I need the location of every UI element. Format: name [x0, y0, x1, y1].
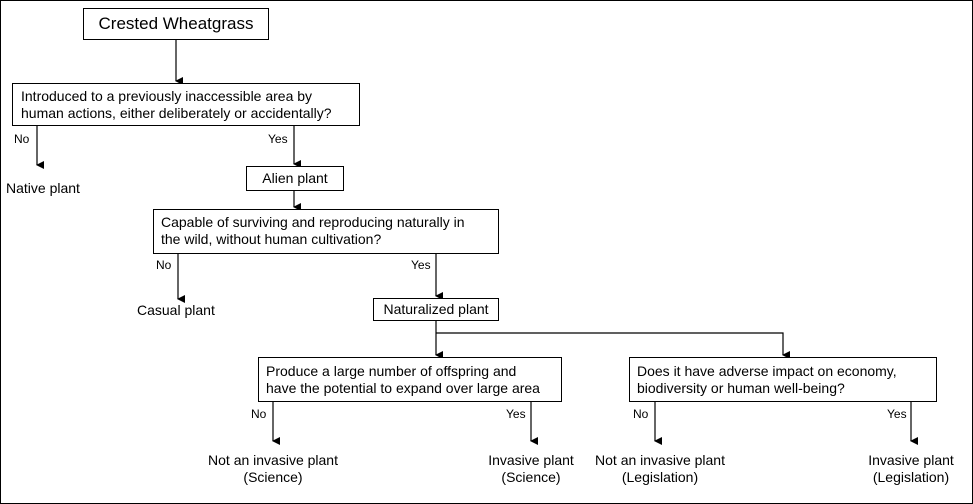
casual-plant-label: Casual plant	[137, 302, 215, 318]
title-box: Crested Wheatgrass	[83, 8, 269, 40]
question-adverse-impact-text: Does it have adverse impact on economy, …	[637, 363, 897, 396]
question-introduced-box: Introduced to a previously inaccessible …	[12, 83, 360, 126]
question-surviving-text: Capable of surviving and reproducing nat…	[161, 214, 465, 247]
not-invasive-science-label: Not an invasive plant (Science)	[208, 452, 338, 485]
question-offspring-text: Produce a large number of offspring and …	[266, 363, 540, 396]
naturalized-plant-box: Naturalized plant	[373, 298, 499, 321]
alien-plant-text: Alien plant	[262, 170, 328, 186]
not-invasive-legislation-label: Not an invasive plant (Legislation)	[595, 452, 725, 485]
q1-yes-label: Yes	[268, 132, 288, 146]
alien-plant-box: Alien plant	[246, 166, 344, 191]
invasive-science-label: Invasive plant (Science)	[488, 452, 574, 485]
q3-no-label: No	[251, 407, 267, 421]
q2-yes-label: Yes	[411, 258, 431, 272]
arrow-naturalized-to-q4	[436, 332, 790, 359]
q4-no-label: No	[633, 407, 649, 421]
naturalized-plant-text: Naturalized plant	[383, 301, 489, 317]
question-adverse-impact-box: Does it have adverse impact on economy, …	[629, 357, 937, 402]
question-introduced-text: Introduced to a previously inaccessible …	[21, 88, 332, 121]
invasive-legislation-label: Invasive plant (Legislation)	[868, 452, 954, 485]
q1-no-label: No	[14, 132, 30, 146]
q2-no-label: No	[156, 258, 172, 272]
question-surviving-box: Capable of surviving and reproducing nat…	[153, 209, 499, 254]
question-offspring-box: Produce a large number of offspring and …	[258, 357, 562, 402]
title-text: Crested Wheatgrass	[98, 14, 254, 33]
native-plant-label: Native plant	[6, 180, 80, 196]
q3-yes-label: Yes	[506, 407, 526, 421]
q4-yes-label: Yes	[887, 407, 907, 421]
